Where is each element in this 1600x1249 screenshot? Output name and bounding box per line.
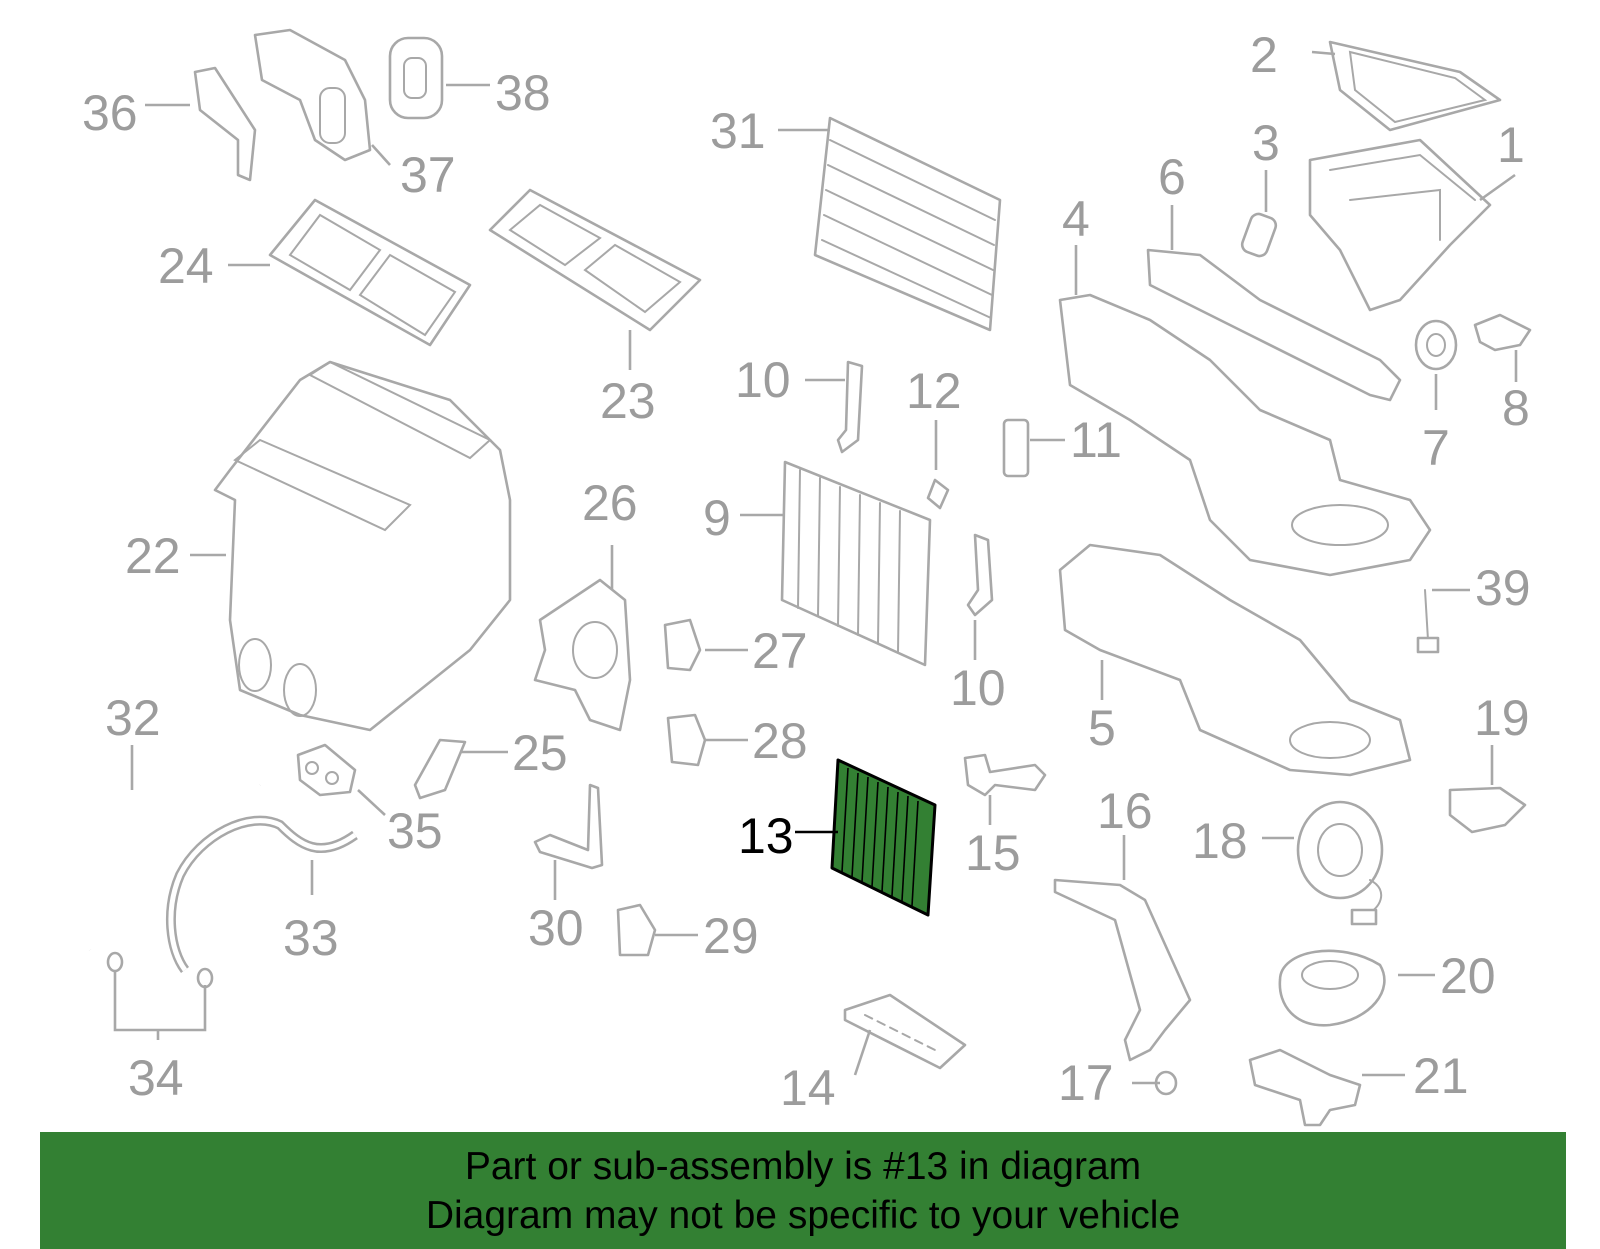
part-25-gasket[interactable] <box>413 738 467 800</box>
callout-3: 3 <box>1252 115 1280 171</box>
callout-15: 15 <box>965 825 1021 881</box>
callout-34: 34 <box>128 1050 184 1106</box>
part-16-drain-tube[interactable] <box>1053 878 1192 1062</box>
callout-19: 19 <box>1474 690 1530 746</box>
part-10-bracket-upper[interactable] <box>836 360 864 454</box>
callout-33: 33 <box>283 910 339 966</box>
callout-29: 29 <box>703 908 759 964</box>
callout-7: 7 <box>1422 420 1450 476</box>
callout-20: 20 <box>1440 948 1496 1004</box>
part-27-sensor[interactable] <box>663 618 702 672</box>
callout-25: 25 <box>512 725 568 781</box>
callout-12: 12 <box>906 363 962 419</box>
part-29-clip[interactable] <box>616 903 657 957</box>
part-19-resistor[interactable] <box>1448 786 1527 834</box>
part-1-housing[interactable] <box>1308 138 1492 312</box>
callout-5: 5 <box>1088 700 1116 756</box>
part-18-blower-motor[interactable] <box>1296 800 1384 926</box>
part-12-clip[interactable] <box>926 478 950 510</box>
callout-39: 39 <box>1475 560 1531 616</box>
callout-32: 32 <box>105 690 161 746</box>
callout-6: 6 <box>1158 149 1186 205</box>
part-6-duct[interactable] <box>1146 248 1402 402</box>
callout-37: 37 <box>400 147 456 203</box>
part-33-hose[interactable] <box>166 815 358 973</box>
callout-18: 18 <box>1192 813 1248 869</box>
callout-4: 4 <box>1062 191 1090 247</box>
part-13-cabin-filter[interactable] <box>830 758 937 917</box>
part-2-cover[interactable] <box>1328 40 1502 132</box>
callout-26: 26 <box>582 475 638 531</box>
callout-35: 35 <box>387 803 443 859</box>
banner-line-2: Diagram may not be specific to your vehi… <box>425 1194 1181 1237</box>
part-4-upper-case[interactable] <box>1058 293 1432 577</box>
banner-line-1: Part or sub-assembly is #13 in diagram <box>464 1145 1142 1188</box>
part-10-bracket-lower[interactable] <box>966 533 994 617</box>
part-34-o-rings[interactable] <box>106 951 214 989</box>
callout-16: 16 <box>1097 783 1153 839</box>
callout-11: 11 <box>1070 412 1122 468</box>
part-37-seal[interactable] <box>253 28 372 162</box>
part-11-valve[interactable] <box>1002 418 1030 478</box>
part-23-filter-frame[interactable] <box>488 188 702 332</box>
part-32-hose[interactable] <box>80 768 262 952</box>
part-7-grommet[interactable] <box>1414 319 1458 371</box>
callout-23: 23 <box>600 373 656 429</box>
part-14-trim[interactable] <box>843 993 967 1070</box>
callout-10-lower: 10 <box>950 660 1006 716</box>
part-38-gasket[interactable] <box>388 36 444 120</box>
part-5-lower-case[interactable] <box>1058 543 1412 777</box>
callout-38: 38 <box>495 65 551 121</box>
callout-1: 1 <box>1497 117 1525 173</box>
callout-8: 8 <box>1502 380 1530 436</box>
callout-21: 21 <box>1413 1048 1469 1104</box>
callout-14: 14 <box>780 1060 836 1116</box>
part-9-evaporator[interactable] <box>780 460 932 667</box>
callout-9: 9 <box>703 490 731 546</box>
callout-10-upper: 10 <box>735 352 791 408</box>
part-28-module[interactable] <box>666 713 707 767</box>
info-banner: Part or sub-assembly is #13 in diagram D… <box>40 1132 1566 1249</box>
part-3-clip[interactable] <box>1240 212 1278 258</box>
part-20-blower-housing[interactable] <box>1278 949 1386 1027</box>
part-24-filter-frame[interactable] <box>268 198 472 347</box>
part-22-heater-box[interactable] <box>213 360 512 732</box>
callout-28: 28 <box>752 713 808 769</box>
part-26-actuator[interactable] <box>533 578 632 732</box>
callout-27: 27 <box>752 623 808 679</box>
leader-lines <box>113 50 1518 1085</box>
part-21-cover[interactable] <box>1248 1048 1362 1127</box>
callout-2: 2 <box>1250 27 1278 83</box>
callout-36: 36 <box>82 85 138 141</box>
callout-30: 30 <box>528 900 584 956</box>
callout-labels: 2 1 3 4 6 7 8 5 39 11 31 10 12 9 10 15 1… <box>82 27 1531 1116</box>
part-39-sensor[interactable] <box>1416 589 1440 654</box>
part-35-seal[interactable] <box>296 743 357 797</box>
part-30-bracket[interactable] <box>533 783 604 870</box>
callout-31: 31 <box>710 103 766 159</box>
callout-17: 17 <box>1058 1055 1114 1111</box>
callout-24: 24 <box>158 238 214 294</box>
part-31-heater-core[interactable] <box>813 116 1002 332</box>
part-8-actuator[interactable] <box>1473 313 1532 352</box>
part-36-bracket[interactable] <box>193 66 257 182</box>
callout-13: 13 <box>738 808 794 864</box>
part-15-fitting[interactable] <box>963 753 1047 797</box>
callout-22: 22 <box>125 528 181 584</box>
